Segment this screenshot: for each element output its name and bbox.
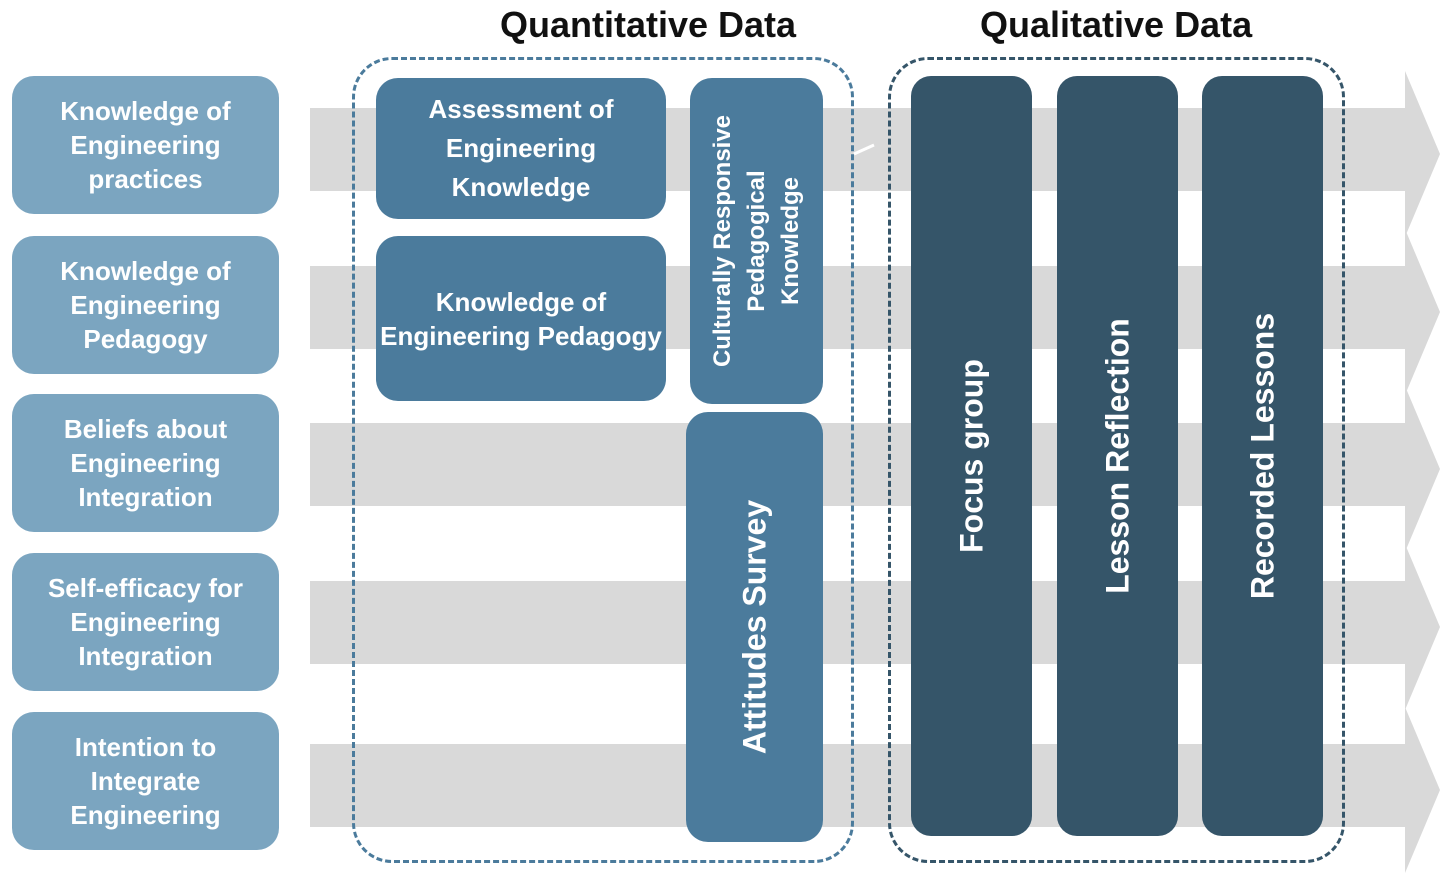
focus-group-label: Focus group xyxy=(953,359,989,553)
focus-group-box: Focus group xyxy=(911,76,1032,836)
culturally-responsive-box: Culturally Responsive Pedagogical Knowle… xyxy=(690,78,823,404)
construct-knowledge-practices: Knowledge of Engineering practices xyxy=(12,76,279,214)
lesson-reflection-label: Lesson Reflection xyxy=(1099,318,1135,594)
pedagogy-label: Knowledge of Engineering Pedagogy xyxy=(380,286,662,351)
construct-intention: Intention to Integrate Engineering xyxy=(12,712,279,850)
assessment-engineering-knowledge-box: Assessment of Engineering Knowledge xyxy=(376,78,666,219)
quantitative-header: Quantitative Data xyxy=(500,4,797,45)
assessment-label: Assessment of Engineering Knowledge xyxy=(428,94,614,202)
construct-self-efficacy: Self-efficacy for Engineering Integratio… xyxy=(12,553,279,691)
recorded-lessons-box: Recorded Lessons xyxy=(1202,76,1323,836)
construct-knowledge-pedagogy: Knowledge of Engineering Pedagogy xyxy=(12,236,279,374)
quantitative-frame xyxy=(352,57,854,863)
qualitative-header: Qualitative Data xyxy=(980,4,1253,45)
attitudes-survey-box: Attitudes Survey xyxy=(686,412,823,842)
divider-mark xyxy=(853,143,875,156)
crpk-label: Culturally Responsive Pedagogical Knowle… xyxy=(708,114,804,368)
knowledge-pedagogy-box: Knowledge of Engineering Pedagogy xyxy=(376,236,666,401)
attitudes-label: Attitudes Survey xyxy=(736,499,772,755)
lesson-reflection-box: Lesson Reflection xyxy=(1057,76,1178,836)
qualitative-frame xyxy=(888,57,1345,863)
construct-beliefs: Beliefs about Engineering Integration xyxy=(12,394,279,532)
recorded-lessons-label: Recorded Lessons xyxy=(1244,312,1280,600)
